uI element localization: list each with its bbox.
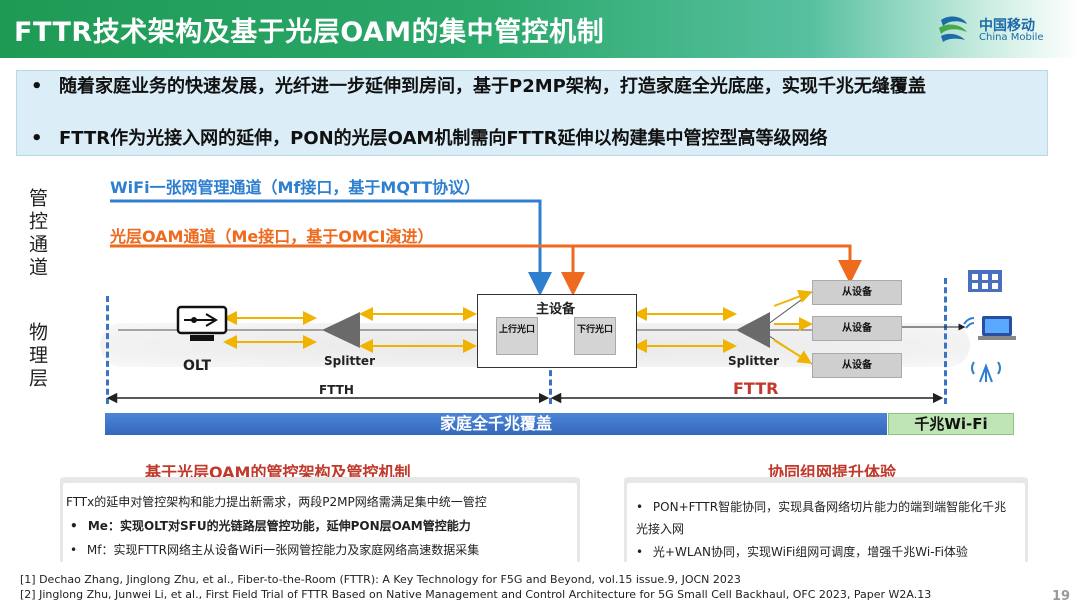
splitter-1-shape [322, 312, 360, 348]
terminal-icons [963, 270, 1016, 383]
slave-device-3: 从设备 [812, 353, 902, 378]
slave-device-2: 从设备 [812, 316, 902, 341]
bullet-dot: • [31, 128, 43, 149]
splitter-1-label: Splitter [324, 354, 375, 368]
page-title: FTTR技术架构及基于光层OAM的集中管控机制 [14, 17, 605, 48]
header-bar: FTTR技术架构及基于光层OAM的集中管控机制 [0, 0, 1080, 58]
ftth-label: FTTH [319, 383, 354, 397]
right-section-item: • PON+FTTR智能协同，实现具备网络切片能力的端到端智能化千兆光接入网 [636, 496, 1016, 540]
wifi-bar: 千兆Wi-Fi [888, 413, 1014, 435]
left-section-item-text: Mf：实现FTTR网络主从设备WiFi一张网管控能力及家庭网络高速数据采集 [86, 543, 480, 557]
oam-channel-line [110, 244, 862, 284]
physical-layer-label: 物理层 [26, 322, 48, 391]
control-channel-label: 管控通道 [26, 188, 48, 280]
downlink-port: 下行光口 [574, 317, 616, 355]
summary-bullet-text: 随着家庭业务的快速发展，光纤进一步延伸到房间，基于P2MP架构，打造家庭全光底座… [59, 76, 926, 97]
right-section-item: • 光+WLAN协同，实现WiFi组网可调度，增强千兆Wi-Fi体验 [636, 544, 1016, 560]
reference-item: [2] Jinglong Zhu, Junwei Li, et al., Fir… [20, 588, 932, 601]
reference-item: [1] Dechao Zhang, Jinglong Zhu, et al., … [20, 573, 741, 586]
logo-chinese-text: 中国移动 [979, 18, 1035, 34]
left-section-intro: FTTx的延申对管控架构和能力提出新需求，两段P2MP网络需满足集中统一管控 [66, 495, 487, 509]
coverage-bar: 家庭全千兆覆盖 [105, 413, 887, 435]
olt-label: OLT [183, 358, 212, 374]
slave-device-1: 从设备 [812, 280, 902, 305]
summary-box: • 随着家庭业务的快速发展，光纤进一步延伸到房间，基于P2MP架构，打造家庭全光… [16, 70, 1048, 156]
bullet-dot: • [70, 543, 78, 557]
laptop-icon [978, 316, 1016, 340]
oam-channel-label: 光层OAM通道（Me接口，基于OMCI演进） [110, 227, 434, 246]
main-device: 主设备 上行光口 下行光口 [477, 294, 637, 368]
right-section-item-text: 光+WLAN协同，实现WiFi组网可调度，增强千兆Wi-Fi体验 [652, 545, 968, 559]
page-number: 19 [1052, 589, 1071, 604]
olt-icon [176, 305, 228, 341]
summary-bullet-text: FTTR作为光接入网的延伸，PON的光层OAM机制需向FTTR延伸以构建集中管控… [59, 128, 828, 149]
splitter-2-shape [736, 312, 770, 348]
uplink-port: 上行光口 [496, 317, 538, 355]
olt-device [176, 305, 228, 345]
wifi-signal-icon [963, 317, 975, 329]
china-mobile-logo-icon [939, 16, 967, 42]
bullet-dot: • [636, 500, 644, 514]
logo-english-text: China Mobile [979, 32, 1044, 43]
left-section-item: • Mf：实现FTTR网络主从设备WiFi一张网管控能力及家庭网络高速数据采集 [70, 542, 479, 558]
right-section-item-text: PON+FTTR智能协同，实现具备网络切片能力的端到端智能化千兆光接入网 [636, 500, 1007, 536]
boundary-right [944, 278, 947, 404]
china-mobile-logo: 中国移动 China Mobile [935, 12, 1075, 48]
fttr-label: FTTR [733, 379, 779, 398]
boundary-left [106, 296, 109, 404]
bullet-dot: • [636, 545, 644, 559]
antenna-icon [971, 361, 1001, 383]
splitter-2-label: Splitter [728, 354, 779, 368]
left-section-item-text: Me：实现OLT对SFU的光链路层管控功能，延伸PON层OAM管控能力 [87, 519, 471, 533]
bullet-dot: • [31, 76, 43, 97]
bullet-dot: • [70, 519, 78, 533]
wifi-channel-label: WiFi一张网管理通道（Mf接口，基于MQTT协议） [110, 178, 481, 197]
building-icon [968, 270, 1002, 292]
main-device-label: 主设备 [536, 302, 576, 317]
references: [1] Dechao Zhang, Jinglong Zhu, et al., … [20, 572, 931, 602]
left-section-item: • Me：实现OLT对SFU的光链路层管控功能，延伸PON层OAM管控能力 [70, 518, 471, 534]
wifi-channel-line [110, 199, 552, 296]
